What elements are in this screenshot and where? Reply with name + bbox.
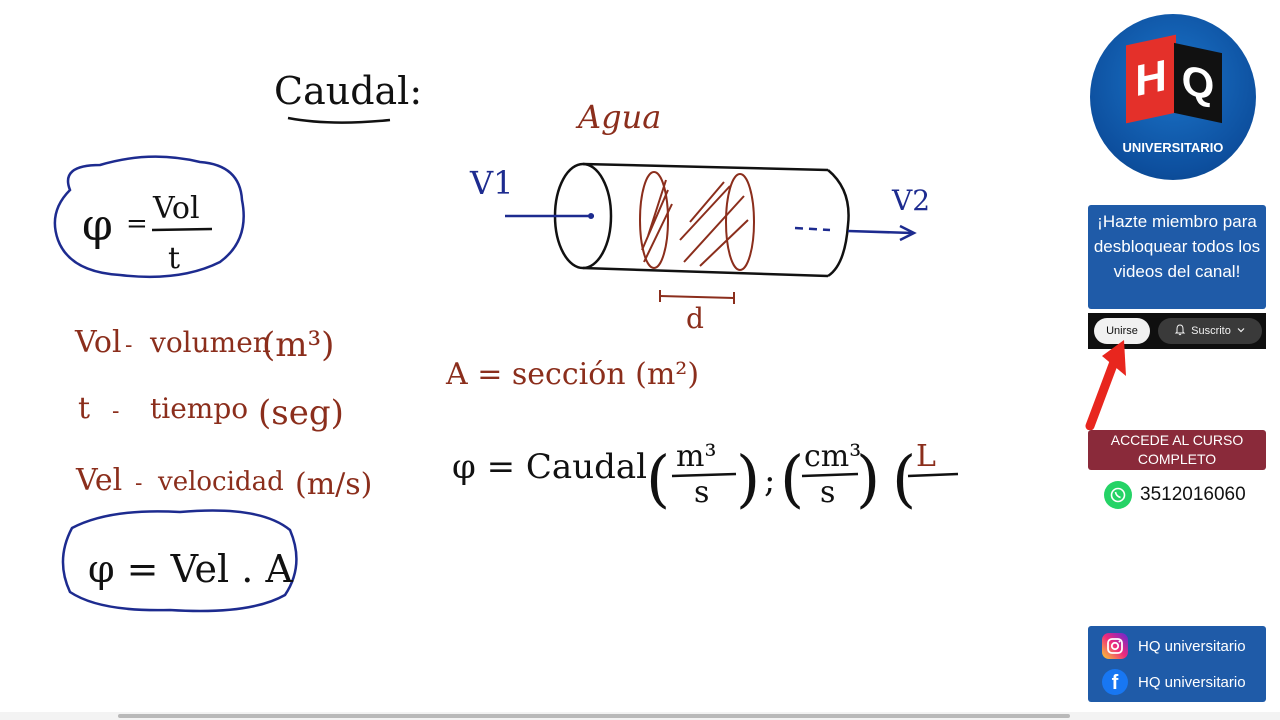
horizontal-scrollbar[interactable] [0, 712, 1280, 720]
svg-text:(: ( [780, 442, 804, 515]
flow-dashes [794, 226, 831, 232]
formula-cloud [53, 155, 245, 279]
fraction-bar [151, 227, 213, 232]
title-underline [287, 116, 391, 124]
unit2-numerator: cm³ [804, 439, 861, 474]
course-promo[interactable]: ACCEDE AL CURSO COMPLETO [1088, 430, 1266, 470]
pipe-top [582, 162, 829, 172]
facebook-handle: HQ universitario [1138, 673, 1246, 691]
velocity-2-label: V2 [891, 184, 930, 217]
units-separator: ; [764, 461, 775, 501]
logo-letter-q: Q [1174, 42, 1222, 124]
svg-text:(: ( [646, 442, 670, 515]
length-marker [659, 295, 735, 299]
definition-text: volumen [149, 326, 271, 359]
svg-text:-: - [135, 471, 142, 496]
social-links: HQ universitario f HQ universitario [1088, 626, 1266, 702]
whiteboard-title: Caudal: [274, 69, 422, 113]
pipe-bottom [582, 266, 829, 278]
formula-lhs: φ [82, 200, 113, 251]
svg-text:): ) [856, 442, 880, 515]
definition-symbol: Vel [75, 463, 122, 498]
definition-velocity: Vel - velocidad (m/s) [75, 463, 372, 502]
logo-letter-h: H [1126, 34, 1176, 124]
unit2-denominator: s [820, 475, 835, 510]
logo-brand: UNIVERSITARIO [1122, 140, 1224, 155]
definition-text: tiempo [150, 392, 248, 425]
bell-icon [1174, 323, 1186, 339]
svg-text:-: - [125, 333, 132, 358]
formula-second-cloud [61, 509, 298, 613]
svg-text:(: ( [892, 442, 916, 515]
area-definition: A = sección (m²) [445, 357, 699, 392]
pointer-arrow-icon [1085, 340, 1126, 430]
water-volume-section [639, 171, 755, 271]
instagram-link[interactable]: HQ universitario [1102, 632, 1246, 660]
formula-numerator: Vol [152, 191, 200, 226]
facebook-link[interactable]: f HQ universitario [1102, 668, 1246, 696]
hq-logo: H Q UNIVERSITARIO [1090, 14, 1256, 180]
definition-unit: (m³) [262, 325, 334, 365]
unit1-denominator: s [694, 475, 709, 510]
definition-text: velocidad [157, 467, 284, 497]
formula-eq: = [126, 209, 148, 239]
pipe-outlet [827, 169, 850, 278]
fluid-label: Agua [575, 98, 661, 136]
definition-symbol: Vol [74, 325, 122, 360]
caudal-units: φ = Caudal ( m³ s ) ; ( cm³ s ) ( L [452, 439, 959, 515]
arrow-head [899, 224, 917, 242]
whatsapp-contact[interactable]: 3512016060 [1104, 480, 1246, 510]
length-label: d [686, 302, 704, 335]
caudal-prefix: φ = Caudal [452, 447, 647, 487]
svg-text:-: - [112, 399, 119, 424]
definition-symbol: t [78, 391, 90, 426]
unit1-numerator: m³ [676, 439, 716, 474]
definition-unit: (seg) [258, 393, 344, 433]
whatsapp-icon [1104, 481, 1132, 509]
subscribed-label: Suscrito [1191, 325, 1231, 337]
member-promo[interactable]: ¡Hazte miembro para desbloquear todos lo… [1088, 205, 1266, 309]
channel-action-bar: Unirse Suscrito [1088, 313, 1266, 349]
svg-text:): ) [736, 442, 760, 515]
definition-time: t - tiempo (seg) [78, 391, 344, 433]
formula-denominator: t [168, 241, 180, 276]
unit3-numerator: L [916, 439, 936, 474]
definition-volume: Vol - volumen (m³) [74, 325, 334, 365]
join-button[interactable]: Unirse [1094, 318, 1150, 344]
formula-second: φ = Vel . A [88, 547, 293, 591]
facebook-icon: f [1102, 669, 1128, 695]
outlet-arrow [847, 229, 913, 235]
instagram-icon [1102, 633, 1128, 659]
chevron-down-icon [1236, 325, 1246, 338]
instagram-handle: HQ universitario [1138, 637, 1246, 655]
subscribed-button[interactable]: Suscrito [1158, 318, 1262, 344]
definition-unit: (m/s) [295, 467, 372, 502]
scrollbar-thumb[interactable] [118, 714, 1070, 718]
phone-number: 3512016060 [1140, 484, 1246, 505]
velocity-1-label: V1 [469, 164, 513, 202]
pipe-diagram: V1 V2 d [469, 162, 930, 335]
